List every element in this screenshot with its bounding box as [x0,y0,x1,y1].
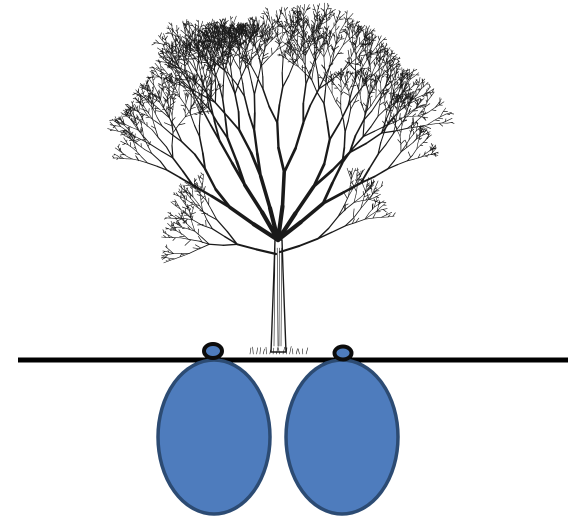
right-inlet-ring [335,347,352,360]
left-reservoir [158,360,270,514]
left-inlet-ring [204,344,222,358]
right-reservoir [286,360,398,514]
bare-tree-icon [108,3,455,354]
